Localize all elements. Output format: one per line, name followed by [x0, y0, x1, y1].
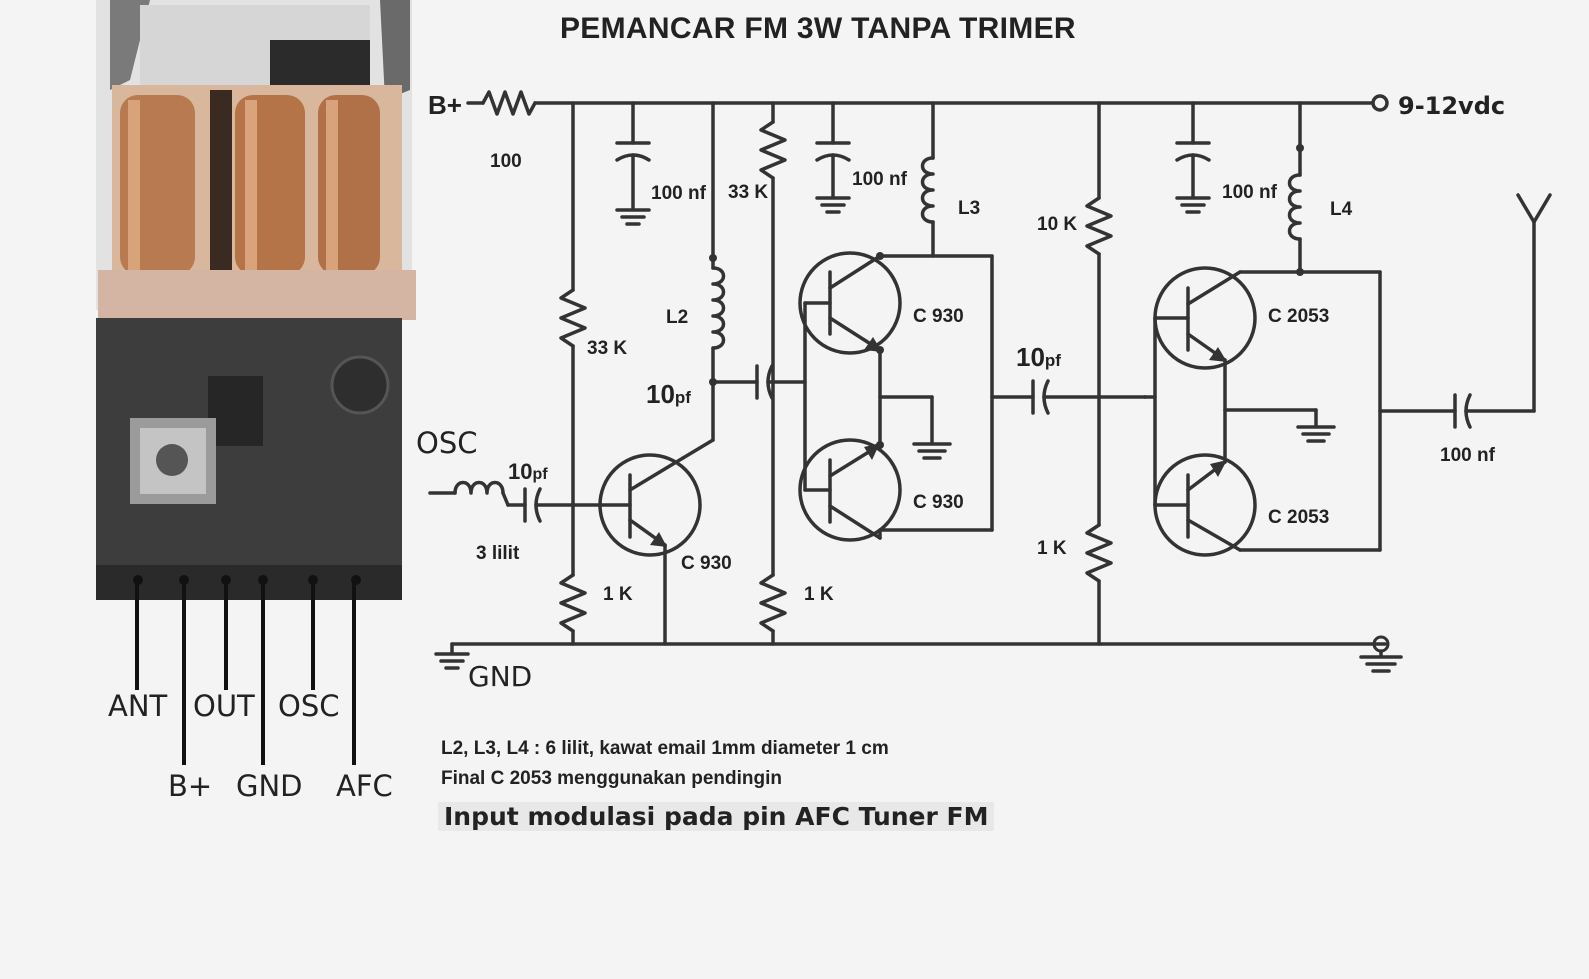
resistor-1k-c-label: 1 K	[1037, 538, 1067, 559]
note-final-heatsink: Final C 2053 menggunakan pendingin	[441, 768, 782, 789]
antenna-icon	[1516, 193, 1552, 413]
resistor-1k-c	[1085, 523, 1113, 646]
capacitor-10pf-mid	[990, 379, 1147, 415]
capacitor-100nf-b-label: 100 nf	[852, 169, 908, 190]
capacitor-100nf-out	[1378, 393, 1536, 429]
resistor-10k-label: 10 K	[1037, 214, 1077, 235]
capacitor-100nf-c	[1175, 101, 1211, 214]
resistor-1k-a-label: 1 K	[603, 584, 633, 605]
capacitor-100nf-out-label: 100 nf	[1440, 445, 1496, 466]
pin-label-ant: ANT	[108, 689, 168, 723]
final-wiring	[1143, 316, 1382, 552]
transistor-q4-label: C 2053	[1268, 306, 1329, 327]
tuner-module-illustration: ANT OUT OSC B+ GND AFC	[96, 0, 416, 803]
osc-input	[428, 480, 575, 523]
transistor-q5	[1153, 453, 1257, 557]
inductor-l2-label: L2	[666, 307, 688, 328]
driver-wiring	[803, 301, 994, 540]
capacitor-10pf-mid-label: 10pf	[1016, 342, 1061, 372]
pin-label-gnd: GND	[236, 769, 303, 803]
transistor-q2-label: C 930	[913, 306, 964, 327]
capacitor-100nf-c-label: 100 nf	[1222, 182, 1278, 203]
transistor-q1-label: C 930	[681, 553, 732, 574]
transistor-q3-label: C 930	[913, 492, 964, 513]
resistor-10k	[1085, 101, 1113, 527]
note-coil-spec: L2, L3, L4 : 6 lilit, kawat email 1mm di…	[441, 738, 889, 759]
capacitor-100nf-b	[815, 101, 851, 214]
capacitor-100nf-a	[615, 101, 651, 226]
resistor-33k-a-label: 33 K	[587, 338, 627, 359]
pin-label-afc: AFC	[336, 769, 393, 803]
capacitor-10pf-osc-label: 10pf	[508, 459, 548, 484]
resistor-33k-a	[559, 101, 587, 577]
resistor-1k-b	[759, 573, 787, 646]
capacitor-10pf-l2-label: 10pf	[646, 379, 691, 409]
resistor-33k-b-label: 33 K	[728, 182, 768, 203]
bplus-label: B+	[428, 90, 462, 120]
resistor-33k-b	[759, 101, 787, 577]
resistor-1k-b-label: 1 K	[804, 584, 834, 605]
note-modulation-input: Input modulasi pada pin AFC Tuner FM	[438, 802, 995, 831]
transistor-q4	[1153, 266, 1257, 370]
pin-label-out: OUT	[193, 689, 255, 723]
gnd-label: GND	[468, 660, 532, 693]
inductor-l3-label: L3	[958, 198, 980, 219]
osc-coil-label: 3 lilit	[476, 543, 520, 564]
ground-rail	[434, 635, 1403, 673]
pin-label-osc: OSC	[278, 689, 339, 723]
resistor-100-label: 100	[490, 151, 522, 172]
capacitor-10pf-l2	[711, 364, 807, 400]
inductor-l3	[878, 101, 994, 532]
resistor-1k-a	[559, 573, 587, 646]
capacitor-100nf-a-label: 100 nf	[651, 183, 707, 204]
pin-label-bplus: B+	[168, 769, 212, 803]
transistor-q2	[798, 251, 902, 355]
supply-voltage-label: 9-12vdc	[1398, 92, 1505, 120]
transistor-q1	[571, 453, 702, 646]
osc-label: OSC	[416, 426, 477, 460]
transistor-q3	[798, 438, 902, 542]
inductor-l4-label: L4	[1330, 199, 1353, 220]
module-pins	[133, 575, 361, 765]
transistor-q5-label: C 2053	[1268, 507, 1329, 528]
page-title: PEMANCAR FM 3W TANPA TRIMER	[560, 12, 1076, 45]
supply-rail	[466, 90, 1389, 116]
inductor-l2	[681, 101, 726, 460]
